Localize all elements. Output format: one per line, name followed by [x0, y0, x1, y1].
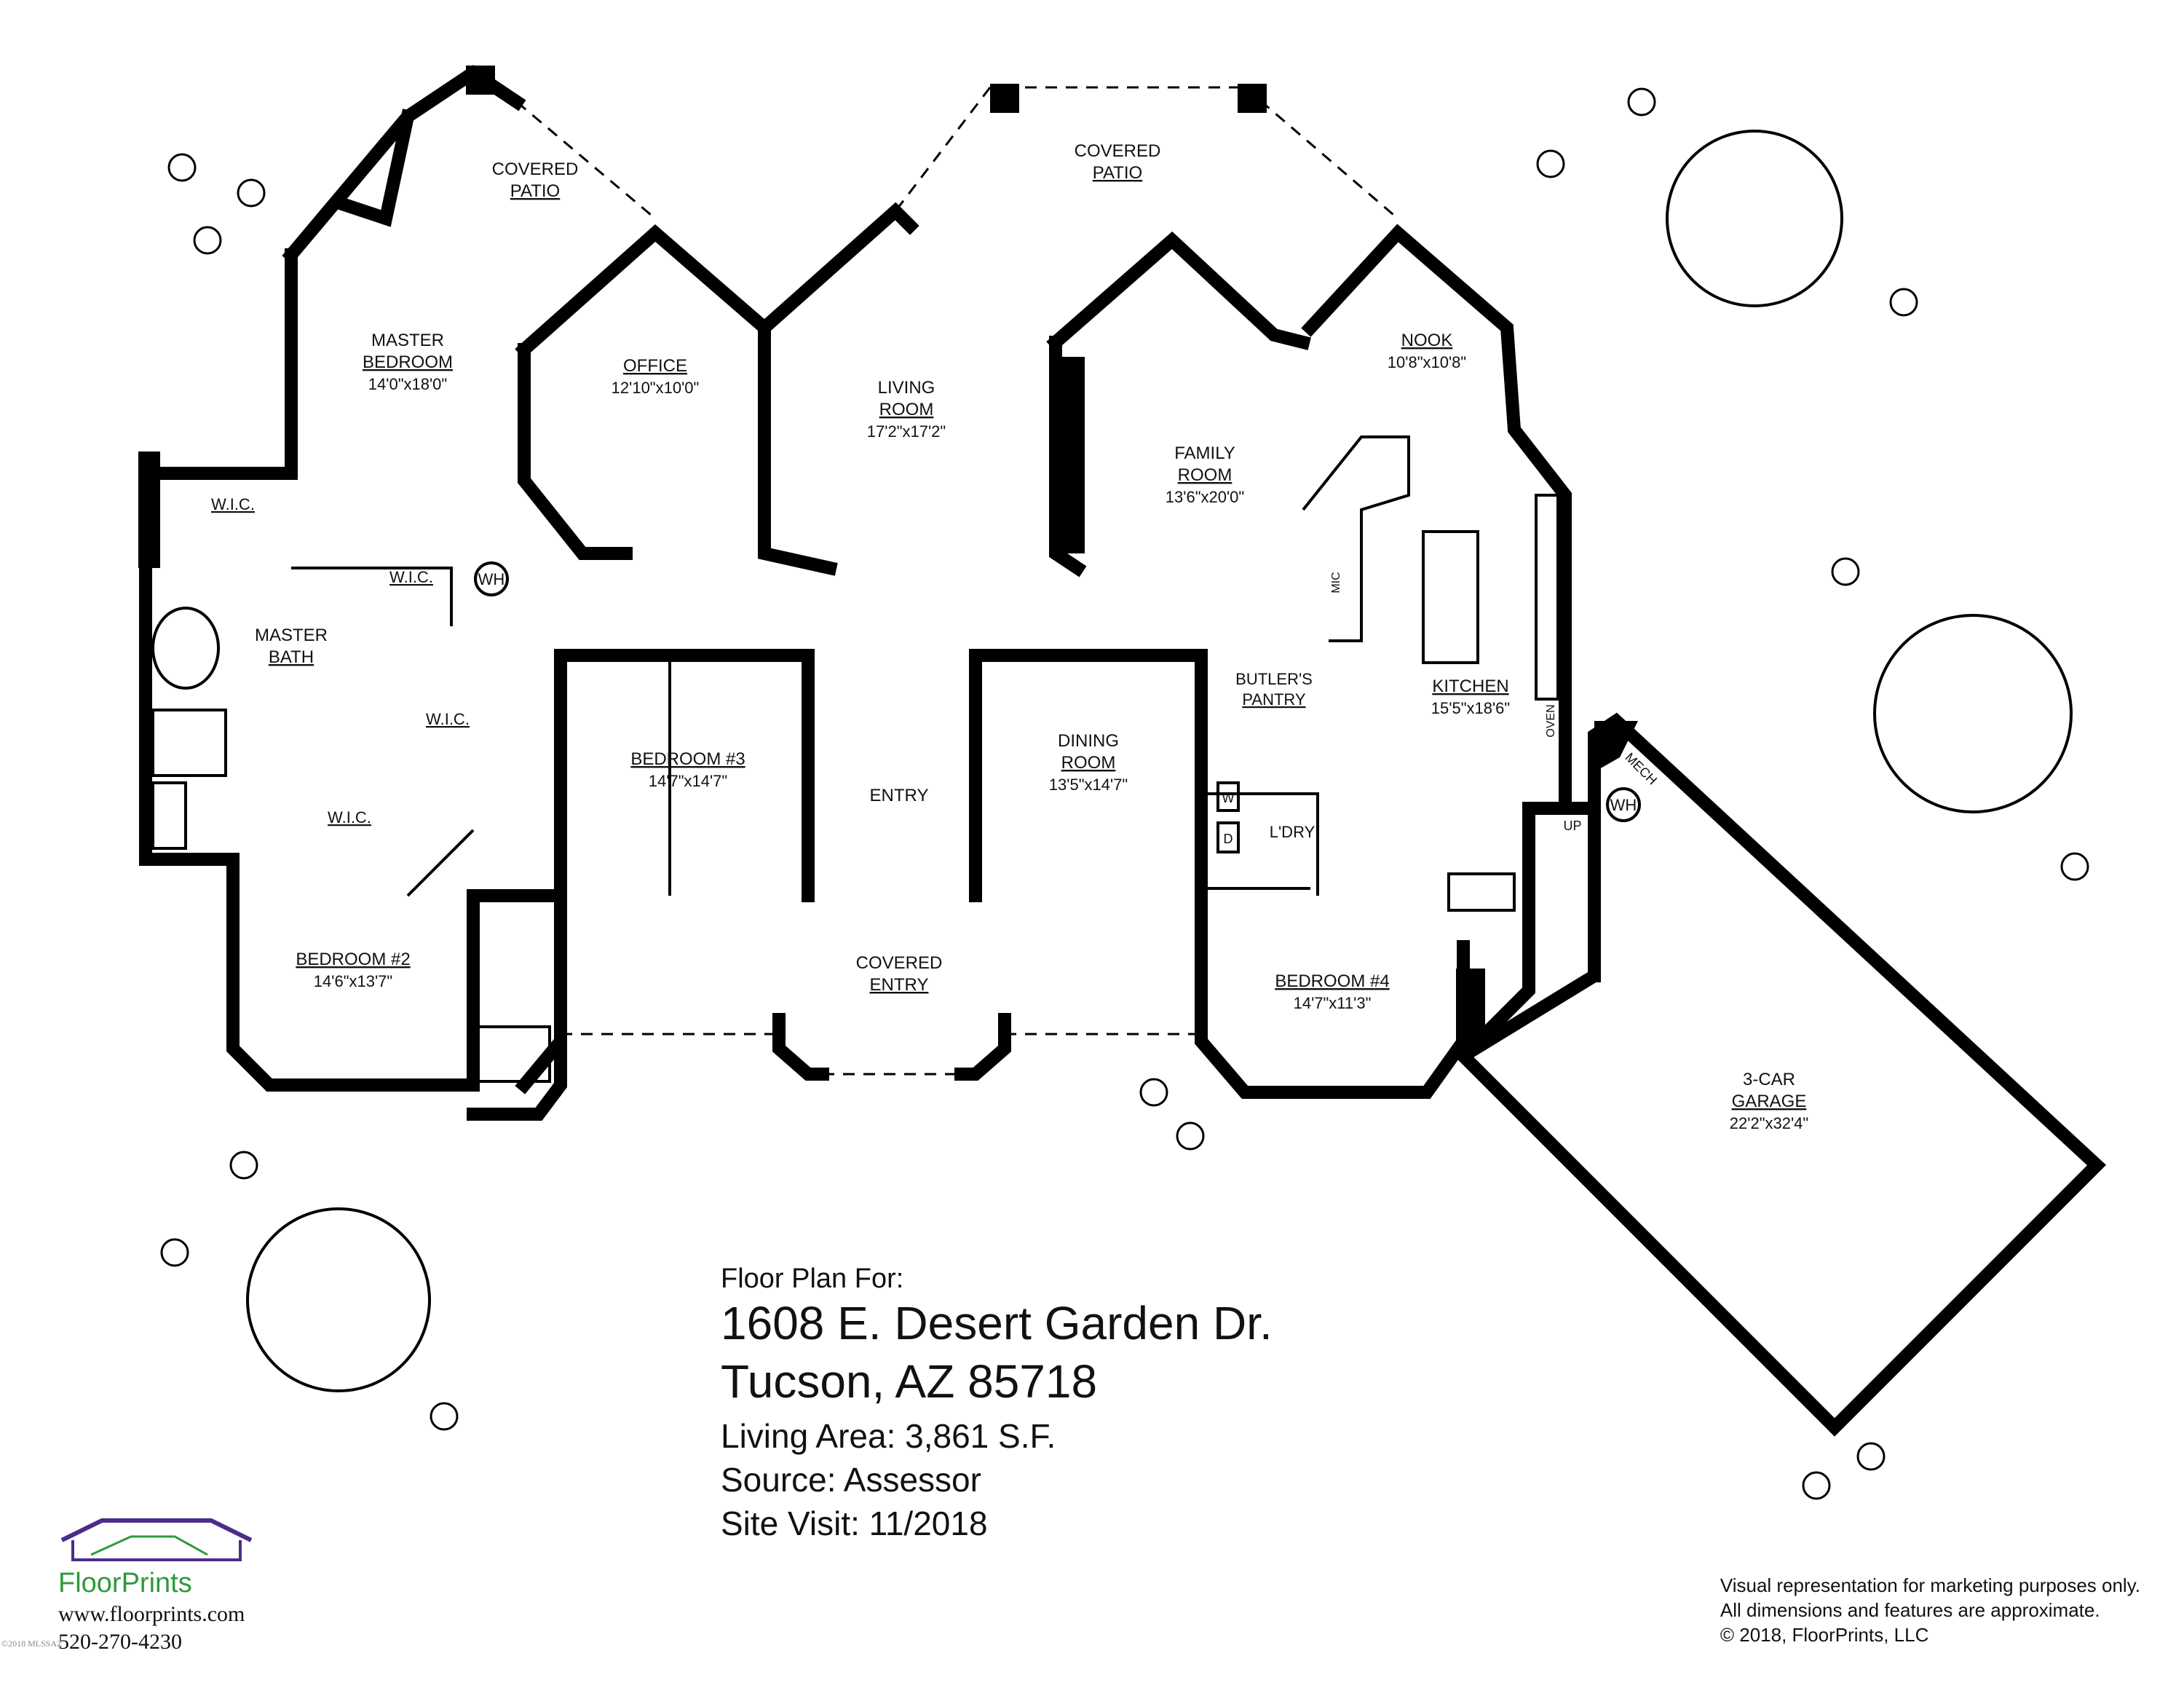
- kitchen-dim: 15'5"x18'6": [1431, 699, 1510, 717]
- master-bath-l2: BATH: [269, 647, 314, 667]
- wh-label-2: WH: [1610, 796, 1637, 814]
- kitchen-name: KITCHEN: [1432, 677, 1508, 696]
- mic-label: MIC: [1330, 572, 1342, 593]
- bedroom3-dim: 14'7"x14'7": [649, 772, 727, 790]
- covered-entry-l2: ENTRY: [870, 975, 929, 995]
- butlers-pantry-l1: BUTLER'S: [1235, 670, 1313, 688]
- brand-website: www.floorprints.com: [58, 1602, 245, 1626]
- nook-dim: 10'8"x10'8": [1388, 353, 1466, 371]
- bedroom3-name: BEDROOM #3: [630, 749, 745, 769]
- covered-patio-left-l1: COVERED: [492, 159, 579, 179]
- butlers-pantry-l2: PANTRY: [1242, 690, 1306, 709]
- wic-label-4: W.I.C.: [328, 808, 371, 827]
- master-bedroom-l2: BEDROOM: [363, 352, 453, 372]
- covered-patio-center-l1: COVERED: [1075, 141, 1161, 161]
- kitchen-fixtures: [1302, 435, 1559, 701]
- bath-fixtures: [151, 607, 1516, 1083]
- oven-label: OVEN: [1545, 704, 1557, 737]
- info-source: Source: Assessor: [721, 1461, 981, 1499]
- garage-l2: GARAGE: [1732, 1092, 1807, 1111]
- office-dim: 12'10"x10'0": [612, 379, 700, 397]
- office-name: OFFICE: [623, 356, 687, 376]
- master-bedroom-l1: MASTER: [371, 331, 444, 350]
- landscape-trees: [160, 87, 2089, 1500]
- family-room-l2: ROOM: [1178, 465, 1233, 485]
- dining-room-l1: DINING: [1058, 731, 1119, 751]
- info-living-area: Living Area: 3,861 S.F.: [721, 1417, 1056, 1455]
- info-address-line2: Tucson, AZ 85718: [721, 1355, 1098, 1408]
- bedroom4-dim: 14'7"x11'3": [1294, 994, 1372, 1012]
- pier-blocks: [138, 66, 1485, 1049]
- brand-name: FloorPrints: [58, 1568, 192, 1598]
- disclaimer-line3: © 2018, FloorPrints, LLC: [1720, 1624, 1929, 1646]
- bedroom4-name: BEDROOM #4: [1275, 971, 1389, 991]
- mls-watermark: ©2018 MLSSAZ: [1, 1638, 63, 1649]
- entry-label: ENTRY: [870, 786, 929, 805]
- info-address-line1: 1608 E. Desert Garden Dr.: [721, 1297, 1273, 1349]
- dryer-label: D: [1224, 832, 1233, 846]
- wh-label-1: WH: [478, 570, 505, 588]
- disclaimer: Visual representation for marketing purp…: [1720, 1573, 2140, 1647]
- disclaimer-line1: Visual representation for marketing purp…: [1720, 1574, 2140, 1596]
- garage-l1: 3-CAR: [1743, 1070, 1795, 1089]
- dining-room-dim: 13'5"x14'7": [1049, 776, 1128, 794]
- master-bedroom-dim: 14'0"x18'0": [368, 375, 447, 393]
- covered-patio-center-l2: PATIO: [1093, 163, 1142, 183]
- garage-walls: [1452, 712, 2106, 1437]
- disclaimer-line2: All dimensions and features are approxim…: [1720, 1599, 2100, 1621]
- bedroom2-dim: 14'6"x13'7": [314, 972, 392, 990]
- garage-dim: 22'2"x32'4": [1730, 1114, 1808, 1132]
- nook-name: NOOK: [1401, 331, 1453, 350]
- info-site-visit: Site Visit: 11/2018: [721, 1504, 988, 1542]
- covered-outlines: [516, 86, 1398, 1076]
- covered-entry-l1: COVERED: [856, 953, 943, 973]
- covered-patio-left-l2: PATIO: [510, 181, 560, 201]
- brand-phone: 520-270-4230: [58, 1630, 182, 1654]
- info-heading: Floor Plan For:: [721, 1263, 904, 1294]
- living-room-l1: LIVING: [878, 378, 935, 398]
- washer-label: W: [1222, 791, 1235, 805]
- laundry-label: L'DRY: [1270, 823, 1315, 841]
- wic-label-2: W.I.C.: [389, 568, 433, 586]
- dining-room-l2: ROOM: [1061, 753, 1116, 773]
- living-room-l2: ROOM: [879, 400, 934, 419]
- master-bath-l1: MASTER: [255, 626, 328, 645]
- wic-label-1: W.I.C.: [211, 495, 255, 513]
- family-room-dim: 13'6"x20'0": [1166, 488, 1244, 506]
- family-room-l1: FAMILY: [1174, 443, 1235, 463]
- living-room-dim: 17'2"x17'2": [867, 422, 946, 441]
- floorprints-logo: FloorPrints: [58, 1515, 255, 1599]
- wic-label-3: W.I.C.: [426, 710, 470, 728]
- house-roof-icon: [60, 1518, 253, 1561]
- bedroom2-name: BEDROOM #2: [296, 950, 410, 969]
- up-label: UP: [1563, 819, 1581, 833]
